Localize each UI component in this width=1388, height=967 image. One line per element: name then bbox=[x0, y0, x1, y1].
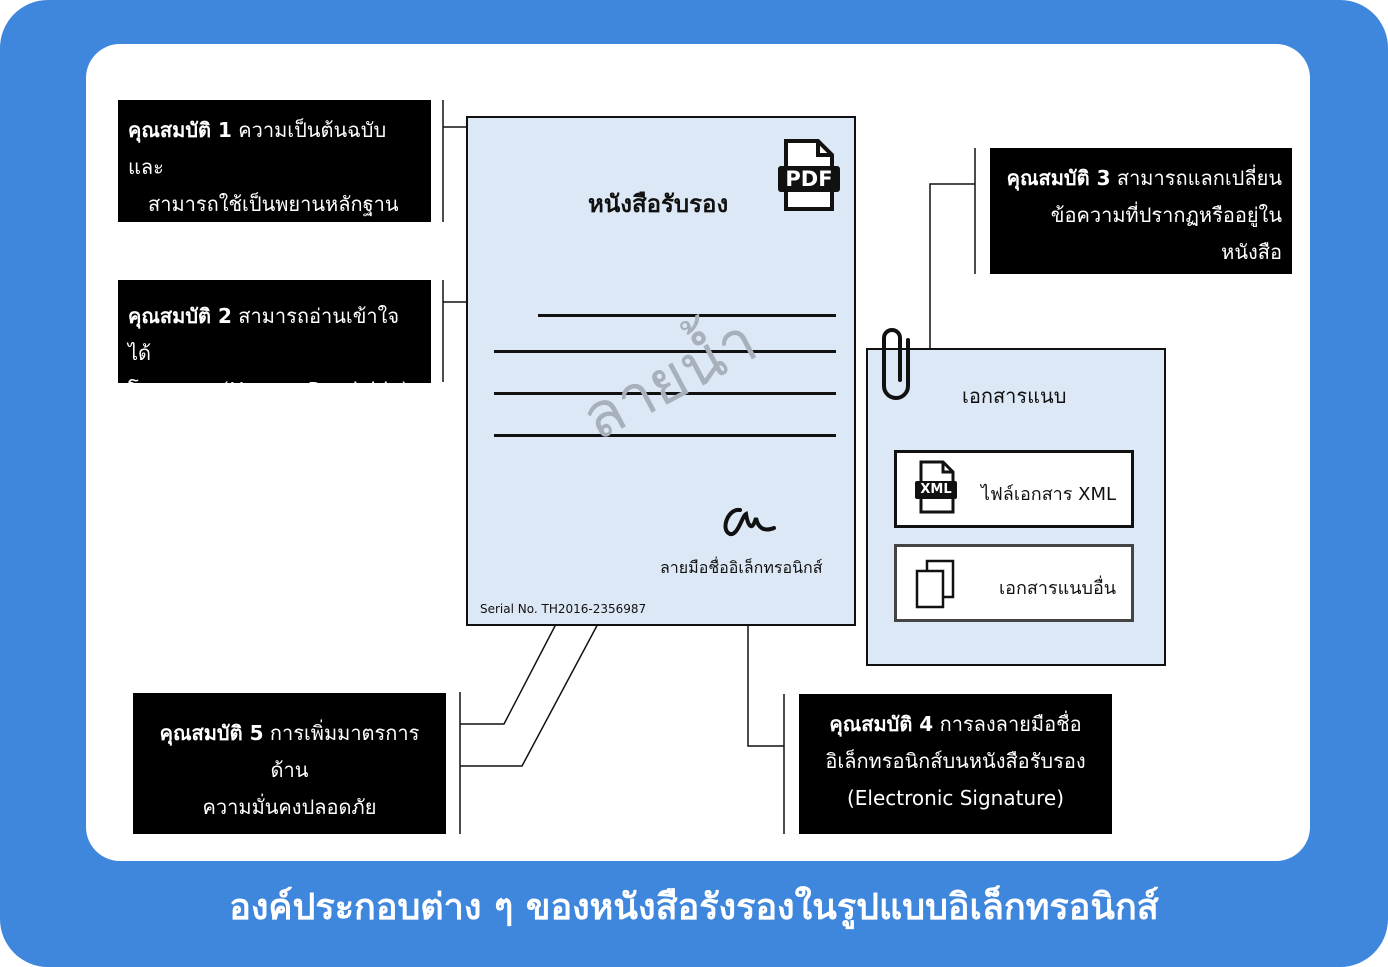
xml-badge-text: XML bbox=[920, 482, 952, 497]
property-5-line-2: ความมั่นคงปลอดภัย bbox=[202, 795, 377, 819]
property-box-2: คุณสมบัติ 2 สามารถอ่านเข้าใจได้ โดยบุคคล… bbox=[118, 280, 431, 402]
property-4-label: คุณสมบัติ 4 bbox=[829, 712, 934, 736]
xml-file-label: ไฟล์เอกสาร XML bbox=[981, 484, 1117, 505]
property-2-line-2: โดยบุคคล (Human Readable) bbox=[128, 378, 409, 402]
property-4-line-3: (Electronic Signature) bbox=[846, 786, 1065, 810]
property-4-line-1: การลงลายมือชื่อ bbox=[939, 712, 1082, 736]
property-3-line-2: ข้อความที่ปรากฏหรืออยู่ในหนังสือ bbox=[1050, 203, 1282, 264]
pdf-badge-text: PDF bbox=[785, 167, 833, 191]
text-line bbox=[538, 314, 836, 317]
diagram-caption: องค์ประกอบต่าง ๆ ของหนังสือรังรองในรูปแบ… bbox=[229, 887, 1159, 928]
other-attachment-label: เอกสารแนบอื่น bbox=[999, 578, 1117, 599]
document-title: หนังสือรับรอง bbox=[588, 190, 729, 218]
xml-file-icon: XML bbox=[913, 459, 959, 515]
serial-number: Serial No. TH2016-2356987 bbox=[480, 602, 647, 616]
certificate-document: หนังสือรับรอง ลายน้ำ ลายมือชื่ออิเล็กทรอ… bbox=[466, 116, 856, 626]
property-4-line-2: อิเล็กทรอนิกส์บนหนังสือรับรอง bbox=[825, 749, 1086, 773]
property-5-label: คุณสมบัติ 5 bbox=[159, 721, 264, 745]
property-1-line-1: ความเป็นต้นฉบับและ bbox=[128, 118, 387, 179]
property-box-1: คุณสมบัติ 1 ความเป็นต้นฉบับและ สามารถใช้… bbox=[118, 100, 431, 290]
watermark: ลายน้ำ bbox=[569, 303, 769, 456]
pdf-file-icon: PDF bbox=[776, 138, 842, 212]
property-2-label: คุณสมบัติ 2 bbox=[128, 304, 232, 328]
signature-icon bbox=[723, 507, 776, 537]
xml-file-item: XML ไฟล์เอกสาร XML bbox=[894, 450, 1134, 528]
other-attachment-item: เอกสารแนบอื่น bbox=[894, 544, 1134, 622]
property-1-line-2: สามารถใช้เป็นพยานหลักฐานใน bbox=[148, 192, 399, 253]
attachments-panel: เอกสารแนบ XML ไฟล์เอกสาร XML เอกสารแนบอื… bbox=[866, 328, 1166, 666]
property-box-3: คุณสมบัติ 3 สามารถแลกเปลี่ยน ข้อความที่ป… bbox=[990, 148, 1292, 301]
property-5-line-3: (Security Enhancement) bbox=[168, 832, 411, 856]
property-3-label: คุณสมบัติ 3 bbox=[1006, 166, 1111, 190]
property-box-4: คุณสมบัติ 4 การลงลายมือชื่อ อิเล็กทรอนิก… bbox=[799, 694, 1112, 834]
text-line bbox=[494, 350, 836, 353]
property-1-label: คุณสมบัติ 1 bbox=[128, 118, 232, 142]
property-2-line-1: สามารถอ่านเข้าใจได้ bbox=[128, 304, 400, 365]
property-5-line-1: การเพิ่มมาตรการด้าน bbox=[269, 721, 420, 782]
property-3-line-1: สามารถแลกเปลี่ยน bbox=[1116, 166, 1282, 190]
paperclip-icon bbox=[882, 328, 910, 400]
text-line bbox=[494, 392, 836, 395]
text-line bbox=[494, 434, 836, 437]
property-box-5: คุณสมบัติ 5 การเพิ่มมาตรการด้าน ความมั่น… bbox=[133, 693, 446, 856]
attachments-title: เอกสารแนบ bbox=[962, 384, 1067, 408]
property-3-line-3: รับรองได้ (Exchangeable) bbox=[1014, 277, 1256, 301]
signature-label: ลายมือชื่ออิเล็กทรอนิกส์ bbox=[660, 558, 823, 577]
documents-icon bbox=[915, 559, 955, 609]
